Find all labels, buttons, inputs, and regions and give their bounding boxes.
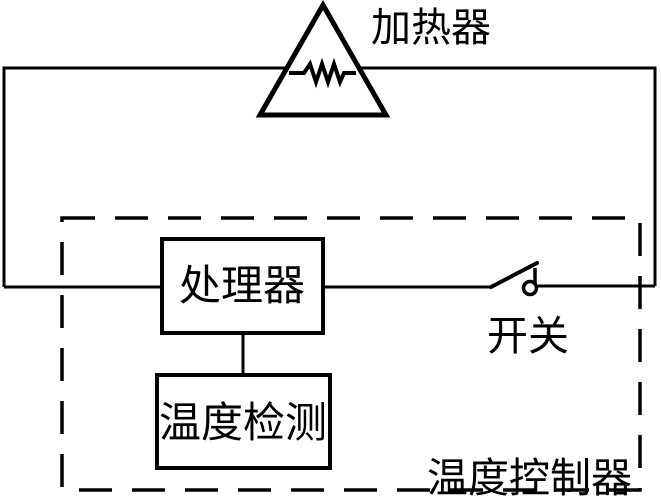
heater-label: 加热器 (371, 5, 491, 50)
processor-box (160, 237, 325, 335)
processor-label: 处理器 (179, 264, 305, 310)
switch-label: 开关 (487, 313, 569, 359)
controller-dashed-boundary (60, 216, 642, 492)
heater-triangle-icon (255, 0, 391, 118)
resistor-zigzag-icon (289, 57, 356, 89)
temperature-controller-label: 温度控制器 (427, 455, 632, 500)
temperature-detection-label: 温度检测 (159, 400, 327, 447)
switch-contact-circle (521, 279, 539, 297)
switch-lever-icon (489, 261, 539, 289)
temperature-detection-box (155, 373, 332, 470)
